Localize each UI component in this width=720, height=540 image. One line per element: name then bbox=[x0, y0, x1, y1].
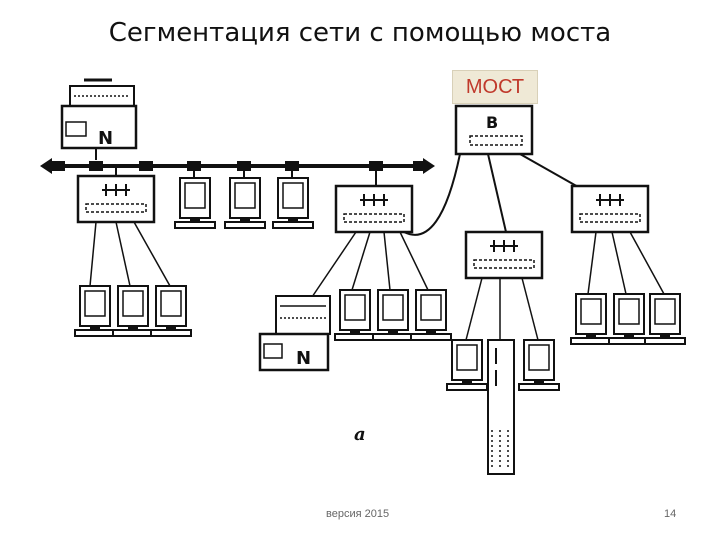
backbone-bus bbox=[40, 158, 435, 174]
bus-workstations bbox=[174, 166, 314, 229]
page-number: 14 bbox=[664, 508, 677, 520]
server-lower-center: N bbox=[258, 295, 331, 372]
svg-text:N: N bbox=[296, 348, 311, 369]
lower-segment-devices bbox=[446, 277, 560, 475]
footer-version: версия 2015 bbox=[326, 508, 390, 520]
hub-lower bbox=[464, 230, 544, 280]
bridge-label: МОСТ bbox=[452, 70, 538, 104]
server-letter: N bbox=[98, 128, 113, 149]
figure-caption: а bbox=[354, 424, 366, 445]
hub-center bbox=[334, 184, 414, 234]
server-top-left: N bbox=[60, 78, 138, 160]
right-segment-workstations bbox=[570, 231, 686, 345]
bridge-device: В bbox=[454, 104, 534, 156]
hub-right bbox=[570, 184, 650, 234]
left-segment-workstations bbox=[74, 221, 192, 337]
slide-title: Сегментация сети с помощью моста bbox=[108, 18, 612, 48]
center-segment-workstations bbox=[309, 231, 452, 341]
bridge-letter: В bbox=[486, 113, 498, 132]
hub-left bbox=[76, 174, 156, 224]
